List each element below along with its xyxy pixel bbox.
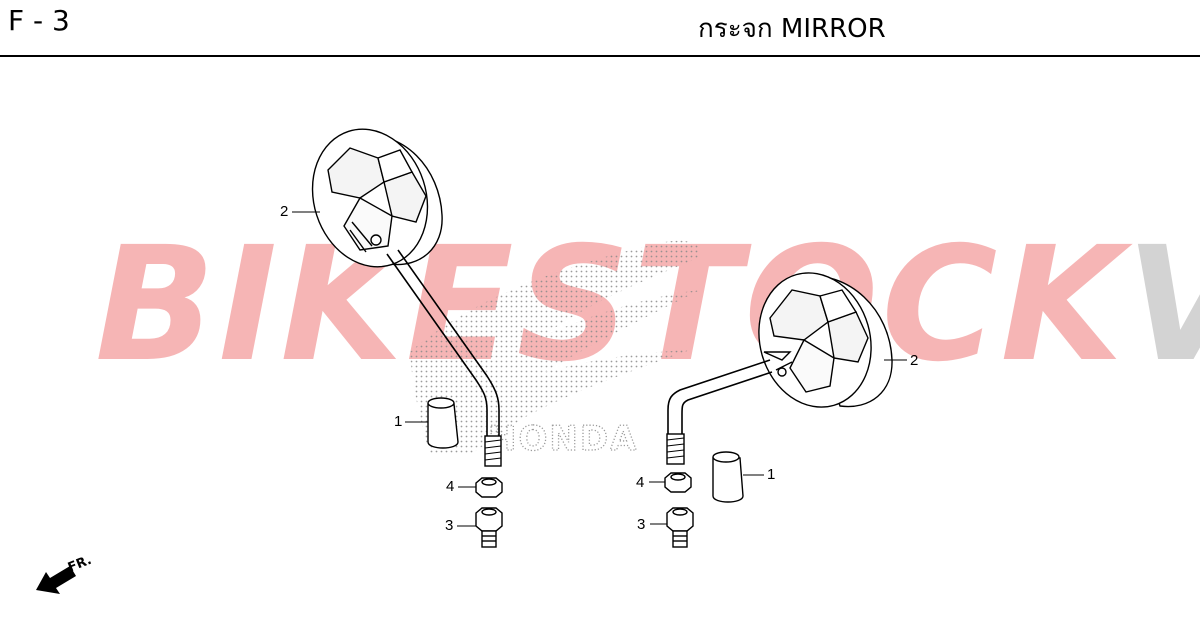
- callout-right-adapter-bolt: 3: [637, 516, 646, 533]
- callout-right-nut: 4: [636, 474, 645, 491]
- right-adapter-bolt: [666, 507, 694, 548]
- page-code: F - 3: [8, 4, 70, 37]
- callout-right-mirror-head: 2: [910, 352, 919, 369]
- callout-left-nut: 4: [446, 478, 455, 495]
- watermark: BIKESTOCKVN: [95, 226, 1200, 384]
- page-title: กระจก MIRROR: [698, 14, 886, 44]
- callout-left-adapter-bolt: 3: [445, 517, 454, 534]
- front-arrow-icon: FR.: [36, 553, 94, 594]
- left-nut: [475, 477, 503, 498]
- header-divider: [0, 55, 1200, 57]
- left-rubber-boot: [427, 397, 459, 449]
- left-mirror-assembly: [311, 128, 502, 467]
- left-adapter-bolt: [475, 507, 503, 548]
- watermark-text-b: VN: [1126, 213, 1200, 397]
- right-nut: [664, 472, 692, 493]
- honda-logo-text: HONDA: [488, 419, 638, 459]
- right-mirror-assembly: [666, 272, 893, 465]
- callout-leaders: [292, 211, 907, 527]
- watermark-text-a: BIKESTOCK: [95, 213, 1126, 397]
- honda-wing-logo-icon: HONDA: [410, 240, 700, 460]
- callout-left-mirror-head: 2: [280, 203, 289, 220]
- callout-right-boot: 1: [767, 466, 776, 483]
- front-indicator-text: FR.: [66, 553, 94, 576]
- right-rubber-boot: [712, 451, 744, 503]
- callout-left-boot: 1: [394, 413, 403, 430]
